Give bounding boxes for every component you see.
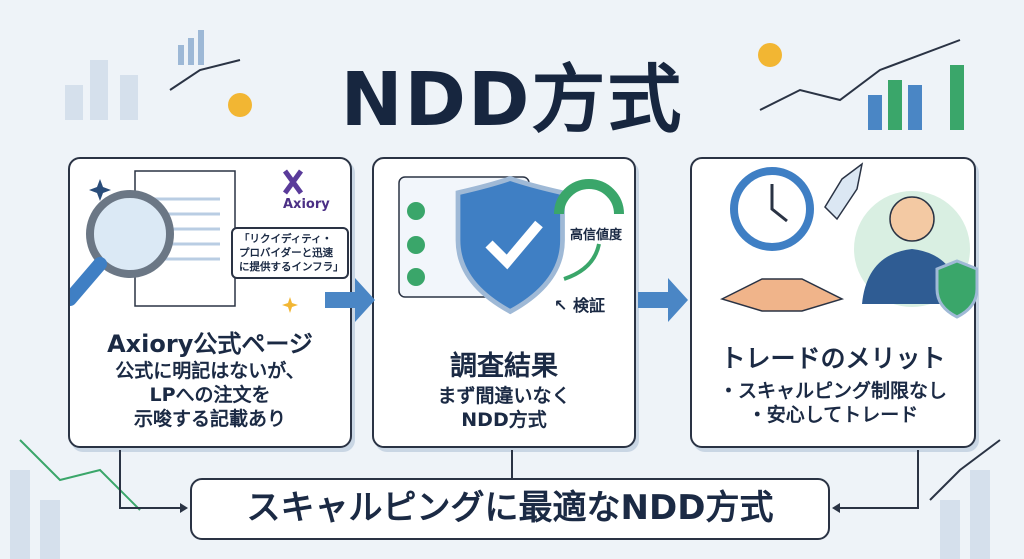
shield-icon <box>935 259 978 319</box>
body-line: 公式に明記はないが、 <box>115 360 305 382</box>
gauge-icon <box>554 179 624 215</box>
body-line: まず間違いなく <box>437 385 571 407</box>
sparkle-icon <box>282 297 298 313</box>
panel-axiory-official-page: Axiory 「リクイディティ・プロバイダーと迅速に提供するインフラ」 Axio… <box>68 157 352 448</box>
panel-title: Axiory公式ページ <box>107 330 313 358</box>
body-line: 示唆する記載あり <box>133 408 286 430</box>
coin-icon <box>228 93 252 117</box>
panel-title: トレードのメリット <box>720 344 946 373</box>
businessman-avatar <box>889 196 935 242</box>
body-line: LPへの注文を <box>149 384 271 406</box>
body-line: ・安心してトレード <box>747 404 919 426</box>
check-icon <box>485 220 543 270</box>
verify-text: 検証 <box>572 296 605 315</box>
body-line: ・スキャルピング制限なし <box>718 380 947 402</box>
axiory-logo-mark <box>282 169 304 195</box>
panel-body: ・スキャルピング制限なし ・安心してトレード <box>692 379 974 427</box>
trade-illustration <box>719 162 978 319</box>
body-line: NDD方式 <box>461 409 547 431</box>
shield-check-illustration <box>398 175 624 315</box>
arrow-up-icon <box>563 243 601 281</box>
panel-research-result: 高信値度 ↖ 検証 調査結果 まず間違いなく NDD方式 <box>372 157 636 448</box>
rocket-icon <box>824 162 864 221</box>
magnifier-icon <box>86 190 174 278</box>
coin-icon <box>758 43 782 67</box>
checklist-icon <box>407 202 425 286</box>
handshake-icon <box>719 278 845 312</box>
magnifier-document-illustration <box>70 169 304 313</box>
conclusion-box: スキャルピングに最適なNDD方式 <box>190 478 830 540</box>
sparkle-icon <box>89 179 111 201</box>
panel-title: 調査結果 <box>450 351 558 382</box>
shield-icon <box>455 175 565 315</box>
verify-label: ↖ 検証 <box>554 296 605 315</box>
panel-body: まず間違いなく NDD方式 <box>374 384 634 432</box>
panel-trade-merits: トレードのメリット ・スキャルピング制限なし ・安心してトレード <box>690 157 978 448</box>
quote-bubble: 「リクイディティ・プロバイダーと迅速に提供するインフラ」 <box>231 227 349 279</box>
axiory-logo-text: Axiory <box>283 197 330 212</box>
panel-body: 公式に明記はないが、 LPへの注文を 示唆する記載あり <box>70 359 350 431</box>
gauge-label: 高信値度 <box>570 228 623 243</box>
page-title: NDD方式 <box>340 57 684 143</box>
